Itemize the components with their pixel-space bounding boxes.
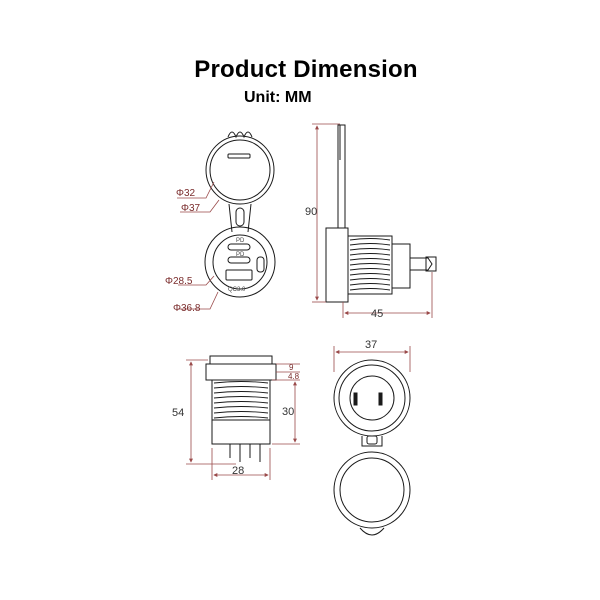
unit-label: Unit: MM (244, 89, 312, 106)
dim-thread-dia: 28 (232, 465, 244, 477)
cap-outer-circle (205, 135, 275, 205)
cutaway-flange (205, 363, 277, 381)
dim-socket-outer: Φ36.8 (173, 303, 201, 314)
side-thread-lines (349, 238, 391, 291)
cutaway-lower-body (211, 419, 271, 445)
usb-a-port (225, 269, 253, 281)
side-cap-strap (337, 124, 346, 229)
dim-cap-inner: Φ32 (176, 188, 196, 199)
side-terminal (410, 257, 433, 271)
cutaway-cap-top (209, 355, 273, 365)
socket-outer-circle (204, 226, 276, 298)
front-leaders (177, 181, 220, 310)
page-title: Product Dimension (194, 56, 418, 83)
top-inner-circle (349, 375, 395, 421)
dim-height: 90 (305, 206, 317, 218)
top-outer-circle (333, 359, 411, 437)
cap-grip (227, 131, 253, 139)
side-dims (312, 123, 433, 318)
cap-strap (228, 203, 252, 233)
top-terminal-2 (378, 392, 383, 406)
dim-width: 37 (365, 339, 377, 351)
cap-slot (227, 153, 251, 159)
front-view (204, 131, 276, 298)
top-strap (361, 436, 383, 447)
top-cap-inner (339, 457, 405, 523)
cutaway-view (205, 355, 277, 462)
top-view (333, 359, 411, 536)
port-label-pd-1: PD (236, 238, 245, 244)
cutaway-pins (229, 444, 261, 462)
side-flange (325, 227, 349, 303)
dim-depth: 45 (371, 308, 383, 320)
dim-flange-top: 9 (289, 363, 294, 372)
port-label-pd-2: PD (236, 252, 245, 258)
top-terminal-1 (353, 392, 358, 406)
dim-cap-outer: Φ37 (181, 203, 201, 214)
led-window (256, 256, 265, 273)
dim-socket-inner: Φ28.5 (165, 276, 193, 287)
side-back-body (391, 243, 411, 289)
top-cap-circle (333, 451, 411, 529)
port-label-qc: QC3.0 (228, 287, 246, 293)
cutaway-thread-lines (213, 381, 269, 419)
usb-c-port-1 (227, 243, 251, 251)
top-ring-circle (338, 364, 406, 432)
cap-inner-circle (209, 139, 271, 201)
strap-hole (235, 207, 245, 227)
dim-thread-height: 30 (282, 406, 294, 418)
socket-inner-circle (212, 234, 268, 290)
usb-c-port-2 (227, 256, 251, 264)
dim-flange-bottom: 4.8 (288, 372, 300, 381)
top-strap-slot (366, 435, 378, 445)
side-view (325, 124, 437, 303)
dim-total-height: 54 (172, 407, 184, 419)
top-dims (333, 346, 411, 372)
cutaway-thread-body (211, 379, 271, 421)
top-cap-tab (359, 527, 385, 536)
cutaway-dims (186, 359, 300, 480)
